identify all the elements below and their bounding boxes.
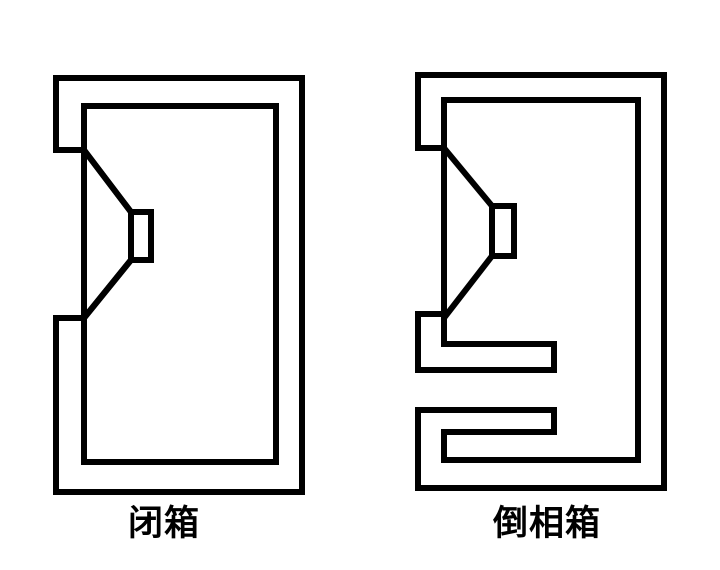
bass-reflex-speaker-magnet [489,203,517,259]
closed-box-caption: 闭箱 [128,504,201,544]
bass-reflex-outer-wall [415,72,667,491]
bass-reflex-inner-wall [441,139,495,327]
closed-box-enclosure [53,75,305,495]
bass-reflex-caption: 倒相箱 [493,504,602,544]
closed-box-speaker-magnet [128,209,154,263]
bass-reflex-enclosure [415,72,667,491]
bass-reflex-port-tube [415,311,557,373]
closed-box-outer-wall [53,75,305,495]
closed-box-speaker-cone-bottom [79,255,136,323]
closed-box-speaker-cone-top [79,145,136,217]
